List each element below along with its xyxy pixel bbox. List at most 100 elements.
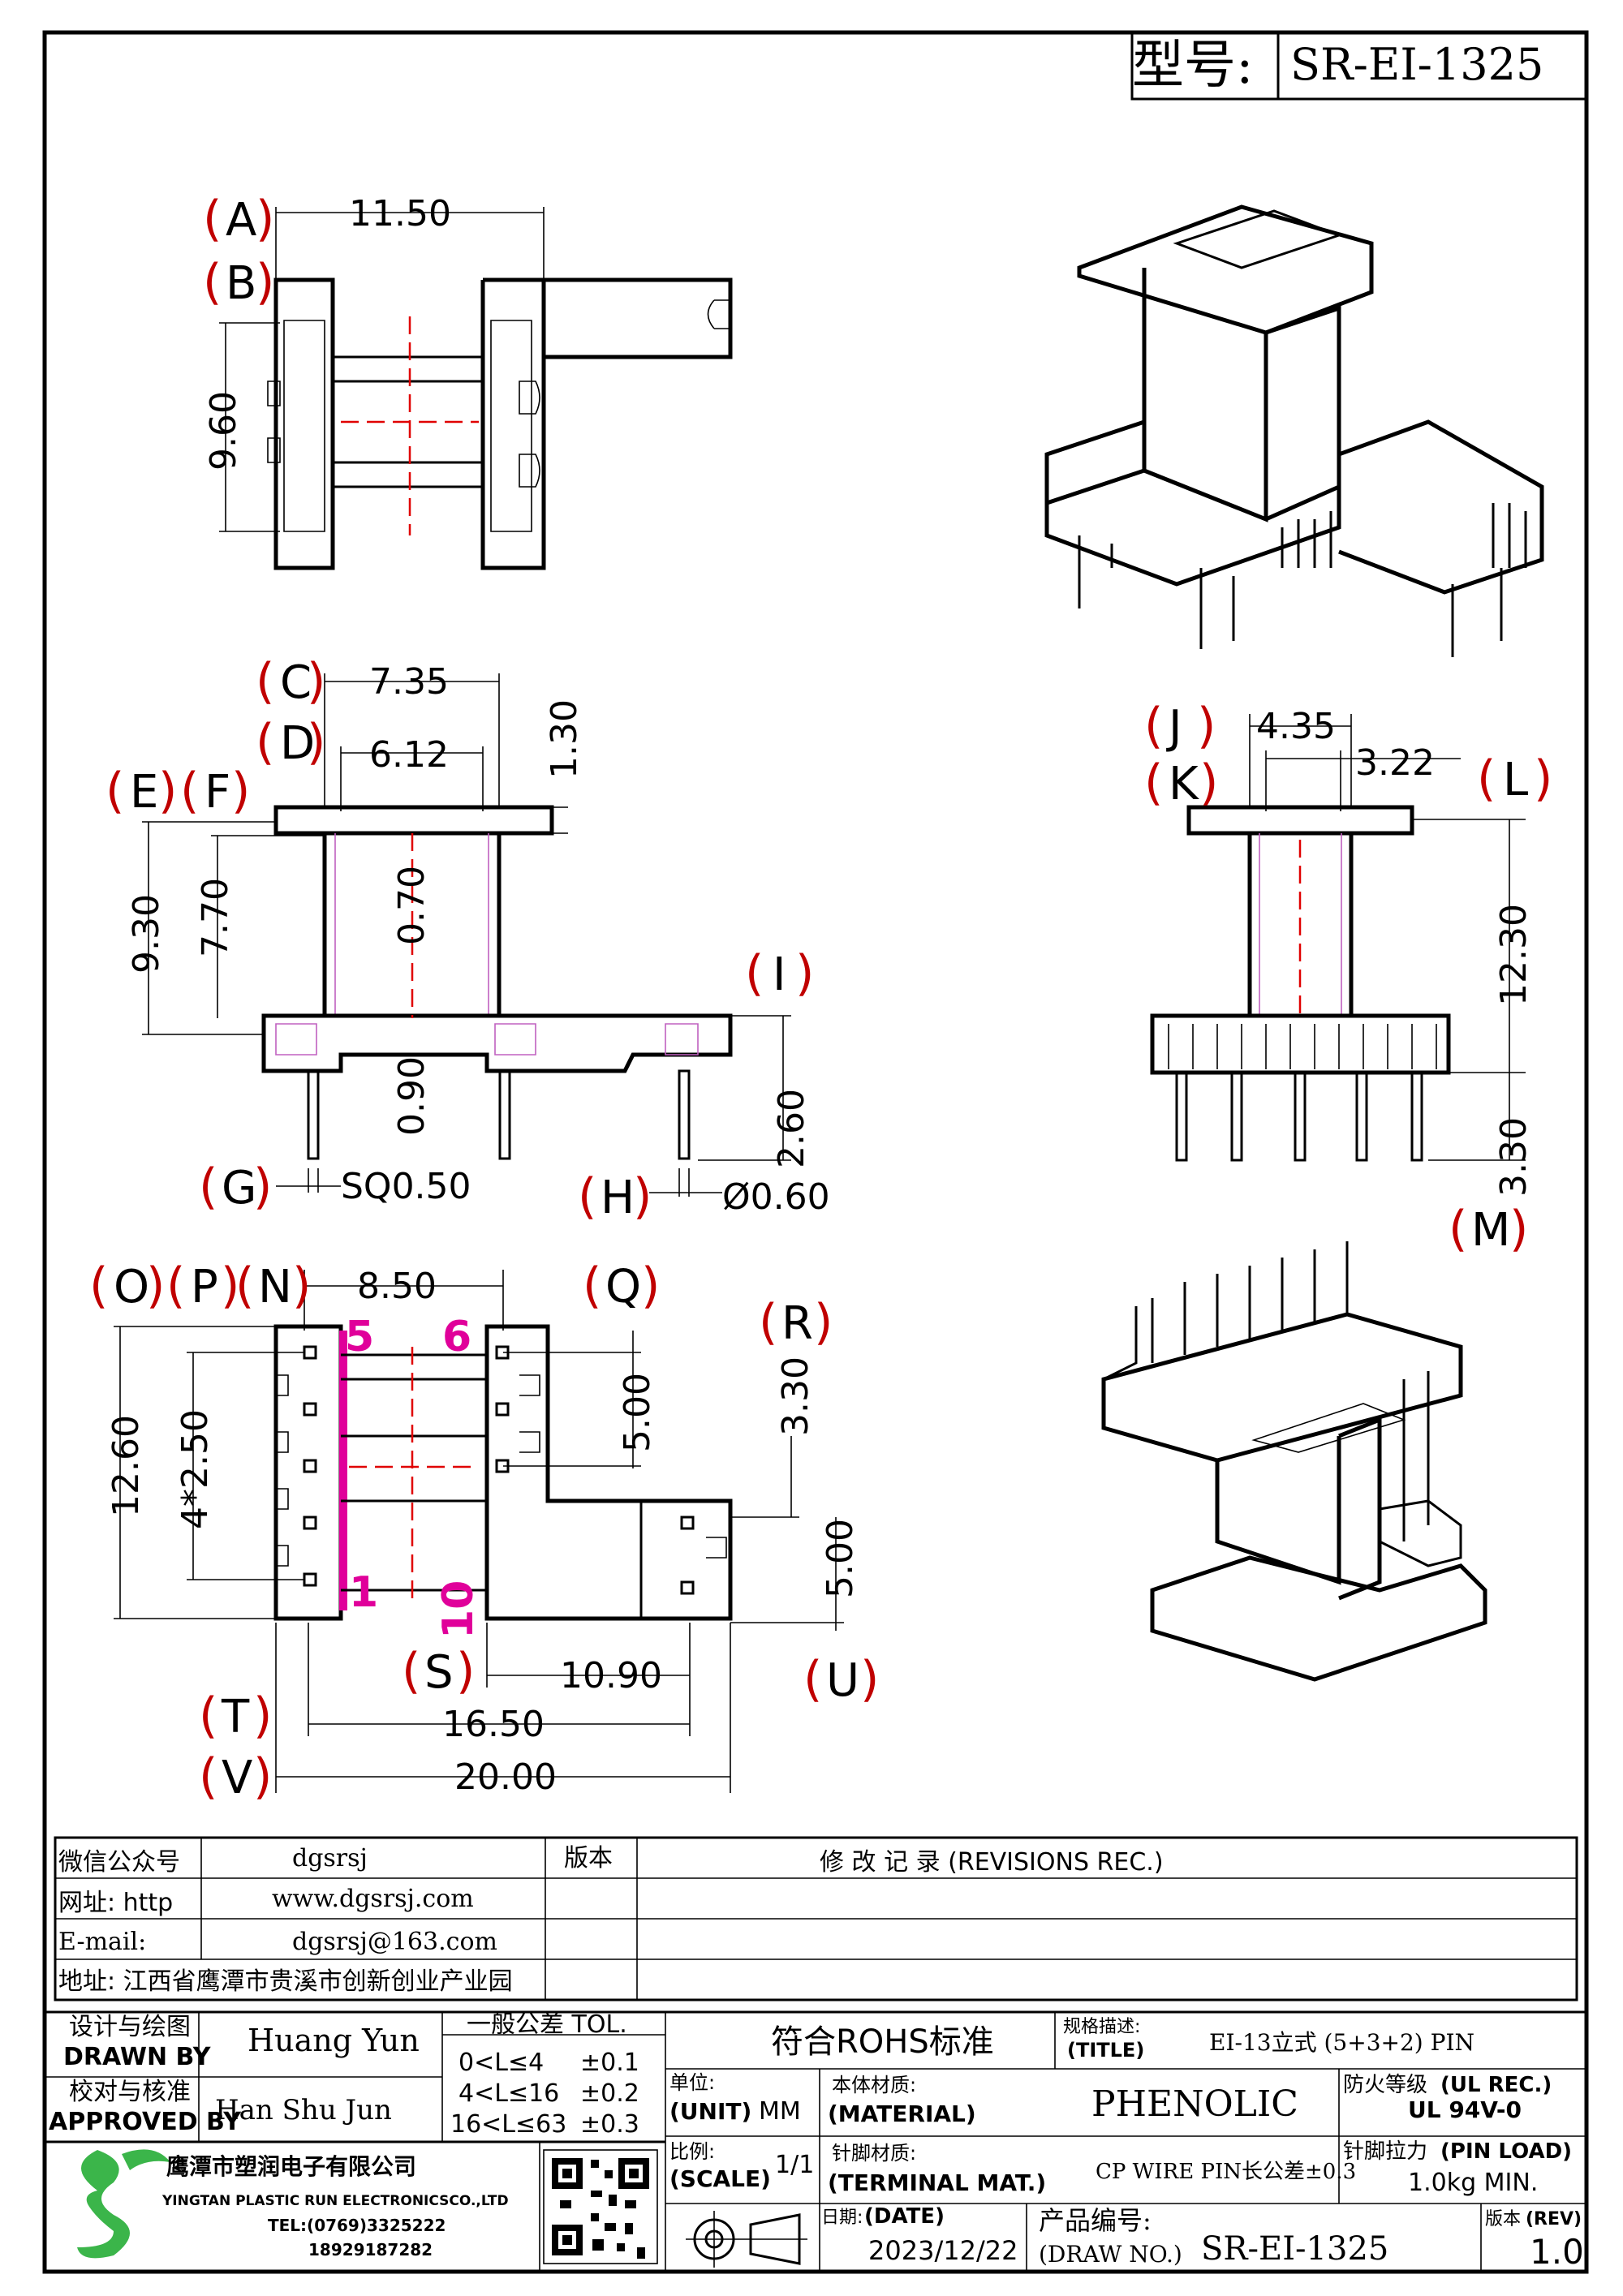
svg-text:(: ( (203, 254, 222, 311)
svg-text:(: ( (235, 1258, 254, 1314)
svg-text:(: ( (180, 763, 199, 819)
tol-range-0: 0<L≤4 (458, 2049, 544, 2077)
terminal-value: CP WIRE PIN长公差±0.3 (1096, 2160, 1356, 2184)
date-en: (DATE) (864, 2204, 945, 2229)
approved-name: Han Shu Jun (215, 2094, 392, 2126)
dim-sq0-50: SQ0.50 (341, 1166, 471, 1207)
dim-7-35: 7.35 (369, 661, 449, 703)
tol-value-0: ±0.1 (580, 2049, 639, 2077)
email-value: dgsrsj@163.com (292, 1928, 497, 1956)
letter-U: U (826, 1654, 859, 1707)
dim-0-90: 0.90 (391, 1056, 433, 1136)
date-cn: 日期: (821, 2208, 863, 2228)
letter-L: L (1503, 754, 1528, 806)
tol-value-2: ±0.3 (580, 2110, 639, 2139)
wechat-label: 微信公众号 (58, 1848, 180, 1877)
letter-B: B (226, 257, 256, 310)
company-cn: 鹰潭市塑润电子有限公司 (166, 2153, 416, 2180)
rev-value: 1.0 (1530, 2232, 1584, 2272)
title-cn: 规格描述: (1063, 2017, 1140, 2037)
dim-8-50: 8.50 (357, 1266, 437, 1307)
web-value: www.dgsrsj.com (272, 1885, 474, 1913)
pinload-value: 1.0kg MIN. (1408, 2169, 1538, 2197)
letter-V: V (222, 1752, 252, 1804)
dim-10-90: 10.90 (560, 1655, 662, 1696)
title-en: (TITLE) (1067, 2039, 1144, 2062)
letter-O: O (114, 1261, 149, 1314)
svg-text:(: ( (105, 763, 124, 819)
svg-text:(: ( (256, 714, 274, 771)
svg-text:(: ( (199, 1688, 217, 1744)
svg-text:(: ( (1449, 1201, 1467, 1258)
version-label: 版本 (564, 1844, 613, 1872)
dim-5-00-q: 5.00 (617, 1373, 658, 1452)
svg-text:(: ( (402, 1643, 420, 1700)
svg-text:): ) (256, 254, 274, 311)
dim-1-30: 1.30 (544, 699, 585, 779)
letter-D: D (280, 717, 315, 770)
svg-text:(: ( (803, 1651, 822, 1708)
svg-text:(: ( (89, 1258, 108, 1314)
letter-N: N (258, 1261, 292, 1314)
letter-M: M (1471, 1204, 1510, 1257)
pin-10: 10 (434, 1580, 483, 1639)
unit-value: MM (759, 2097, 801, 2126)
tol-title: 一般公差 TOL. (467, 2010, 627, 2039)
letter-G: G (222, 1162, 256, 1215)
unit-en: (UNIT) (669, 2098, 751, 2125)
info-table: 微信公众号 dgsrsj 网址: http www.dgsrsj.com E-m… (54, 1836, 1578, 2001)
svg-text:): ) (221, 1258, 239, 1314)
svg-text:(: ( (1477, 750, 1496, 807)
svg-text:(: ( (203, 191, 222, 247)
drawno-value: SR-EI-1325 (1201, 2230, 1388, 2268)
svg-text:): ) (1199, 755, 1218, 811)
svg-text:): ) (146, 1258, 165, 1314)
dim-5-00-u: 5.00 (820, 1519, 861, 1598)
terminal-en: (TERMINAL MAT.) (828, 2169, 1046, 2196)
company-logo (77, 2149, 170, 2259)
terminal-cn: 针脚材质: (832, 2142, 916, 2165)
letter-P: P (191, 1261, 218, 1314)
model-label: 型号: (1132, 36, 1254, 96)
projection-symbol (686, 2211, 807, 2268)
pin-1: 1 (349, 1568, 378, 1617)
svg-text:(: ( (166, 1258, 185, 1314)
drawno-cn: 产品编号: (1039, 2205, 1152, 2236)
svg-text:): ) (633, 1168, 652, 1225)
email-label: E-mail: (58, 1928, 146, 1956)
tol-range-1: 4<L≤16 (458, 2079, 559, 2108)
iso-view-bottom (1101, 1241, 1487, 1682)
letter-F: F (204, 766, 230, 819)
company-tel: TEL:(0769)3325222 (268, 2216, 446, 2235)
dim-3-30: 3.30 (1493, 1117, 1535, 1197)
dim-12-30: 12.30 (1493, 904, 1535, 1006)
letter-C: C (280, 656, 312, 709)
letter-K: K (1169, 758, 1199, 810)
dim-3-30-r: 3.30 (775, 1357, 816, 1436)
scale-cn: 比例: (669, 2140, 715, 2163)
svg-text:): ) (641, 1258, 660, 1314)
flame-cn: 防火等级 (1343, 2073, 1427, 2097)
svg-text:): ) (253, 1748, 272, 1805)
letter-S: S (424, 1646, 454, 1699)
qr-code (543, 2149, 658, 2264)
svg-text:(: ( (199, 1159, 217, 1215)
svg-text:): ) (456, 1643, 475, 1700)
flame-en: (UL REC.) (1440, 2073, 1552, 2097)
svg-text:): ) (814, 1294, 833, 1351)
wechat-value: dgsrsj (292, 1844, 368, 1872)
side-view: 4.35 3.22 12.30 3.30 ( J ) ( K ) ( L ) (… (1144, 698, 1552, 1258)
company-en: YINGTAN PLASTIC RUN ELECTRONICSCO.,LTD (161, 2193, 509, 2209)
svg-text:(: ( (745, 945, 764, 1002)
bottom-view: 8.50 12.60 4*2.50 5.00 3.30 5.00 10.90 1… (89, 1258, 879, 1805)
svg-text:): ) (307, 714, 325, 771)
svg-text:(: ( (1144, 698, 1163, 755)
svg-text:): ) (292, 1258, 311, 1314)
rohs: 符合ROHS标准 (771, 2023, 994, 2061)
web-label: 网址: http (58, 1889, 173, 1917)
svg-text:(: ( (1144, 755, 1163, 811)
drawn-en: DRAWN BY (63, 2043, 212, 2071)
model-value: SR-EI-1325 (1290, 39, 1543, 90)
letter-T: T (221, 1691, 250, 1743)
